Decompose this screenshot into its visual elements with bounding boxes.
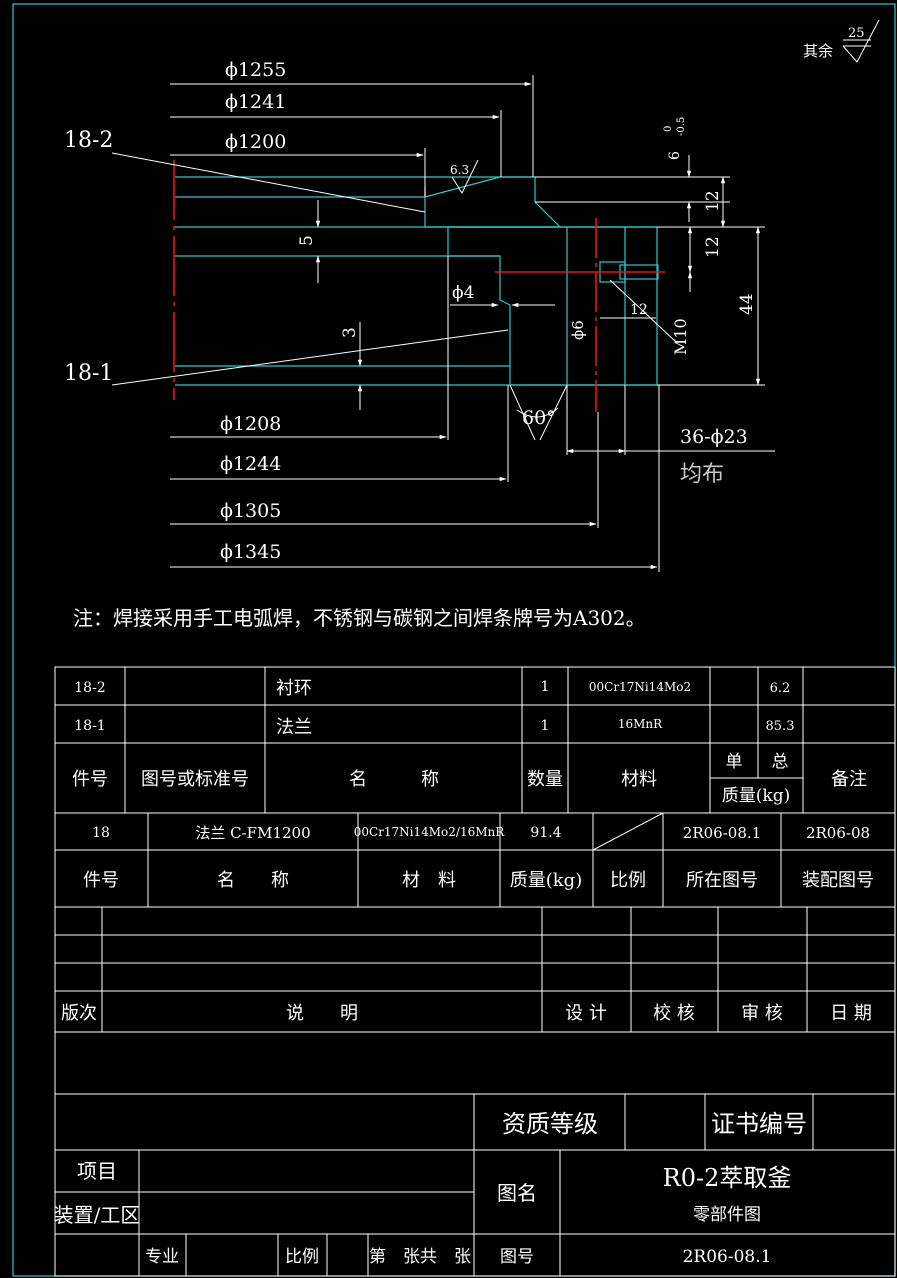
dim-m10: M10 — [671, 318, 690, 355]
dim-44: 44 — [737, 293, 757, 315]
bom-row-1-total: 6.2 — [770, 681, 791, 696]
revision-header-ver: 版次 — [61, 1003, 97, 1024]
bom-table: 18-2 衬环 1 00Cr17Ni14Mo2 6.2 18-1 法兰 1 16… — [54, 666, 896, 814]
part-header-material: 材 料 — [402, 870, 456, 891]
title-drawing-subtitle: 零部件图 — [693, 1205, 761, 1225]
revision-header-review: 审 核 — [741, 1003, 783, 1024]
dim-d1208: ϕ1208 — [220, 413, 281, 435]
dim-holes-note: 均布 — [680, 462, 724, 487]
title-specialty: 专业 — [145, 1247, 179, 1267]
dim-holes: 36-ϕ23 — [680, 426, 748, 448]
part-material: 00Cr17Ni14Mo2/16MnR — [354, 825, 506, 839]
title-sheet: 第 张共 张 — [369, 1247, 471, 1267]
dim-12-lower: 12 — [703, 236, 723, 258]
bom-header-name: 名 称 — [349, 769, 439, 790]
dim-d1255: ϕ1255 — [225, 59, 286, 81]
bom-header-qty: 数量 — [527, 769, 563, 790]
bom-row-1-no: 18-2 — [74, 680, 105, 696]
bom-header-code: 图号或标准号 — [141, 769, 249, 790]
part-header-scale: 比例 — [610, 870, 646, 891]
title-drawing-name: R0-2萃取釜 — [663, 1164, 792, 1192]
title-qualification: 资质等级 — [502, 1110, 598, 1138]
dim-d4: ϕ4 — [452, 283, 474, 303]
part-label-18-2: 18-2 — [64, 128, 113, 153]
bom-row-2-no: 18-1 — [74, 718, 105, 734]
bom-row-2-name: 法兰 — [276, 717, 312, 738]
revision-header-date: 日 期 — [830, 1003, 872, 1024]
dim-12-upper: 12 — [703, 190, 723, 212]
part-header-no: 件号 — [83, 870, 119, 891]
title-drawing-name-label: 图名 — [497, 1181, 537, 1205]
bom-row-2-total: 85.3 — [766, 719, 795, 734]
dim-d1244: ϕ1244 — [220, 453, 281, 475]
title-drawing-no-label: 图号 — [500, 1247, 534, 1267]
flange-section: 18-2 18-1 6.3 — [64, 128, 665, 412]
dim-3: 3 — [340, 327, 360, 338]
dim-5: 5 — [297, 235, 317, 246]
part-assembly: 2R06-08 — [806, 824, 870, 842]
dim-d1241: ϕ1241 — [225, 91, 286, 113]
dimensions-top: ϕ1255 ϕ1241 ϕ1200 5 3 ϕ4 ϕ6 M10 12 — [170, 59, 765, 410]
dim-d6: ϕ6 — [569, 320, 587, 340]
bom-header-material: 材料 — [621, 769, 657, 790]
dim-groove-tol-lower: -0.5 — [676, 117, 687, 136]
part-label-18-1: 18-1 — [64, 361, 113, 386]
bom-header-total: 总 — [772, 752, 789, 772]
dim-d1305: ϕ1305 — [220, 500, 281, 522]
revision-table: 版次 说 明 设 计 校 核 审 核 日 期 — [54, 906, 896, 1033]
drawing-frame — [12, 3, 896, 1277]
part-drawing: 2R06-08.1 — [683, 824, 761, 842]
dim-angle: 60° — [522, 407, 556, 429]
welding-note: 注：焊接采用手工电弧焊，不锈钢与碳钢之间焊条牌号为A302。 — [73, 606, 646, 630]
bom-header-mass: 质量(kg) — [722, 786, 790, 806]
bom-row-1-qty: 1 — [541, 679, 550, 695]
bom-header-remark: 备注 — [831, 769, 867, 790]
bom-row-2-material: 16MnR — [618, 717, 663, 731]
title-block: 资质等级 证书编号 项目 装置/工区 图名 R0-2萃取釜 零部件图 专业 比例… — [54, 1031, 896, 1277]
part-no: 18 — [92, 825, 110, 841]
title-project: 项目 — [77, 1159, 117, 1183]
bom-row-1-name: 衬环 — [276, 678, 312, 699]
dimensions-bottom: ϕ1208 ϕ1244 ϕ1305 ϕ1345 60° 36-ϕ23 均布 — [170, 256, 775, 572]
dim-12-horizontal: 12 — [630, 302, 648, 318]
title-scale: 比例 — [285, 1247, 319, 1267]
dim-d1345: ϕ1345 — [220, 541, 281, 563]
surface-finish-symbol: 其余 25 — [803, 19, 880, 63]
title-drawing-no: 2R06-08.1 — [683, 1247, 772, 1267]
dim-groove: 6 — [667, 151, 683, 160]
part-header-name: 名 称 — [217, 870, 289, 891]
revision-header-design: 设 计 — [565, 1003, 607, 1024]
bom-header-no: 件号 — [72, 769, 108, 790]
title-unit: 装置/工区 — [54, 1203, 141, 1227]
surface-finish-label: 其余 — [803, 42, 833, 60]
revision-header-desc: 说 明 — [286, 1003, 358, 1024]
part-name: 法兰 C-FM1200 — [195, 824, 310, 842]
bom-row-2-qty: 1 — [541, 718, 550, 734]
dim-groove-tol-upper: 0 — [663, 126, 674, 132]
bom-row-1-material: 00Cr17Ni14Mo2 — [589, 680, 691, 694]
bom-header-unit: 单 — [726, 752, 743, 772]
part-header-assembly: 装配图号 — [802, 870, 874, 891]
part-table: 18 法兰 C-FM1200 00Cr17Ni14Mo2/16MnR 91.4 … — [54, 812, 896, 908]
roughness-value: 6.3 — [450, 163, 469, 177]
part-mass: 91.4 — [530, 825, 561, 841]
title-certificate: 证书编号 — [711, 1110, 807, 1138]
dim-d1200: ϕ1200 — [225, 131, 286, 153]
surface-finish-value: 25 — [848, 26, 865, 41]
revision-header-check: 校 核 — [653, 1003, 695, 1024]
part-header-drawing: 所在图号 — [686, 870, 758, 891]
part-header-mass: 质量(kg) — [510, 870, 582, 891]
flange-18-1 — [447, 226, 568, 386]
